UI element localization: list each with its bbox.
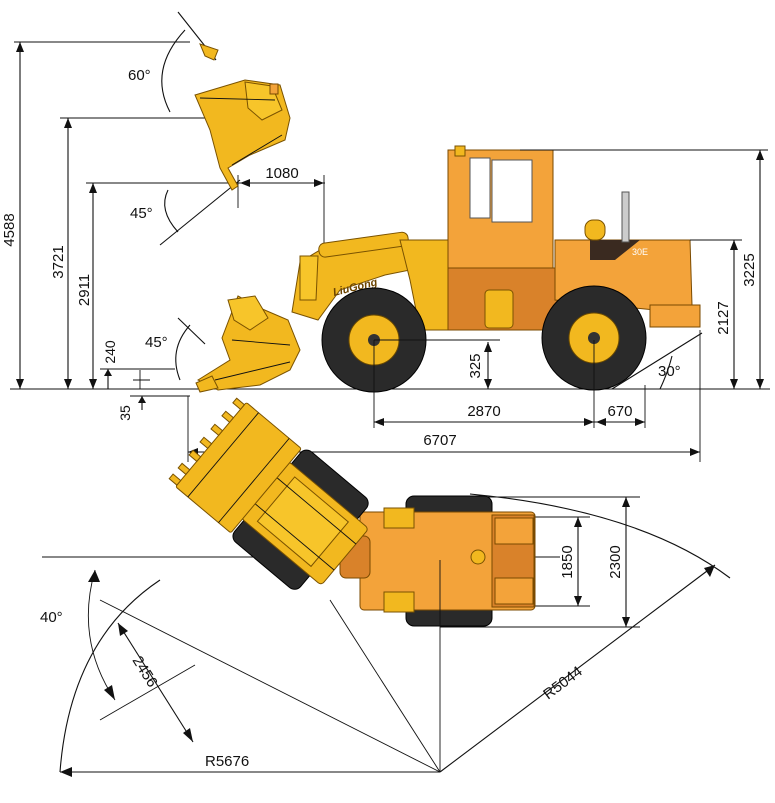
dim-4588-label: 4588	[1, 213, 18, 246]
angle-45-mid-ray	[159, 179, 241, 246]
arrow	[584, 418, 594, 426]
angle-45-low-ray	[177, 317, 206, 345]
arrow	[622, 497, 630, 507]
loader-body: 30E	[399, 145, 701, 331]
arrow	[16, 379, 24, 389]
outer-turn-arc-right	[469, 493, 731, 579]
arrow	[64, 118, 72, 128]
arrow	[88, 570, 100, 582]
arrow	[183, 728, 193, 742]
dim-1080-label: 1080	[265, 165, 298, 182]
arrow	[730, 379, 738, 389]
rear-frame	[339, 495, 536, 627]
arrow	[756, 150, 764, 160]
fender-bottom	[383, 591, 415, 613]
bucket-corner-line	[99, 599, 441, 773]
pivot-line	[329, 599, 441, 773]
angle-45-mid-arc	[164, 189, 179, 233]
arrow	[314, 179, 324, 187]
top-view: 1850 2300 40° R5676 R5044 2456	[40, 397, 731, 777]
arrow	[118, 623, 128, 636]
dim-670-label: 670	[607, 403, 632, 420]
angle-60-label: 60°	[128, 67, 151, 84]
counterweight	[649, 304, 701, 328]
arrow	[704, 565, 715, 577]
fender-top	[383, 507, 415, 529]
dim-3225-label: 3225	[741, 253, 758, 286]
angle-60-arc	[161, 29, 186, 113]
hood-decal	[590, 240, 640, 260]
dim-2456-label: 2456	[129, 653, 161, 690]
dim-2911-label: 2911	[76, 274, 93, 306]
dim-2300-label: 2300	[607, 545, 624, 578]
arrow	[240, 179, 250, 187]
angle-40-label: 40°	[40, 609, 63, 626]
exhaust-stack	[621, 191, 630, 243]
departure-line	[611, 332, 703, 390]
dim-240-label: 240	[102, 340, 118, 364]
arrow	[484, 342, 492, 352]
radius-5676-label: R5676	[205, 753, 249, 770]
bucket-lowered	[195, 295, 301, 393]
cab-window-side	[491, 159, 533, 223]
arrow	[756, 379, 764, 389]
arrow	[104, 685, 115, 700]
outer-turn-arc-left	[59, 579, 161, 773]
arrow	[89, 183, 97, 193]
angle-45-mid-label: 45°	[130, 205, 153, 222]
dim-1850-label: 1850	[559, 545, 576, 578]
departure-arc	[659, 355, 673, 390]
dim-3721-label: 3721	[50, 245, 67, 278]
model-label: 30E	[632, 247, 648, 257]
arrow	[690, 448, 700, 456]
cab-window-front	[469, 157, 491, 219]
dim-2127-label: 2127	[715, 301, 732, 334]
dim-35-label: 35	[117, 405, 133, 421]
arrow	[374, 418, 384, 426]
front-frame	[168, 397, 369, 590]
beacon	[454, 145, 466, 157]
arrow	[596, 418, 606, 426]
side-view: 4588 3721 2911 240 35 1080 60°	[1, 11, 770, 462]
arrow	[574, 517, 582, 527]
arrow	[60, 767, 72, 777]
dim-6707-label: 6707	[423, 432, 456, 449]
angle-45-low-label: 45°	[145, 334, 168, 351]
arrow	[89, 379, 97, 389]
dim-325-label: 325	[467, 353, 484, 378]
radius-5044-line	[439, 564, 716, 773]
articulation-arc	[87, 569, 116, 701]
angle-45-low-arc	[175, 324, 191, 381]
bucket-edge-ext	[99, 664, 196, 721]
arrow	[138, 396, 146, 403]
arrow	[484, 379, 492, 389]
arrow	[16, 42, 24, 52]
tank	[484, 289, 514, 329]
arrow	[622, 617, 630, 627]
air-cleaner	[584, 219, 606, 241]
rear-wheel	[541, 285, 647, 391]
arrow	[730, 240, 738, 250]
arrow	[574, 596, 582, 606]
arrow	[64, 379, 72, 389]
dim-2456-line	[117, 622, 194, 743]
dim-2870-label: 2870	[467, 403, 500, 420]
arrow	[104, 369, 112, 376]
angle-30-label: 30°	[658, 363, 681, 380]
arrow	[635, 418, 645, 426]
bucket-fully-raised	[194, 43, 291, 191]
radius-5044-label: R5044	[540, 663, 586, 703]
